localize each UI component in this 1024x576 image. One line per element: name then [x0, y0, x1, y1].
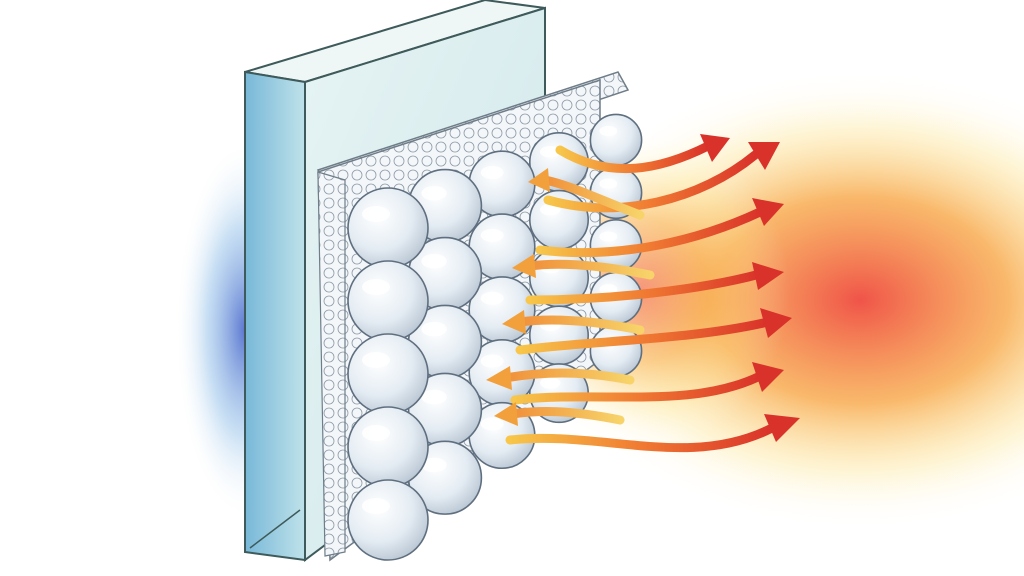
- bubble: [407, 304, 483, 380]
- heat-arrow-reflected-icon: [486, 366, 635, 390]
- heat-arrows: [486, 134, 800, 453]
- heat-arrow-outgoing-icon: [525, 262, 784, 305]
- bubble: [589, 113, 643, 167]
- bubble: [347, 406, 429, 488]
- bubble: [528, 305, 589, 366]
- heat-arrow-outgoing-icon: [515, 308, 792, 355]
- bubble-wrap-layer-icon: [316, 71, 643, 562]
- heat-arrow-outgoing-icon: [535, 198, 784, 258]
- heat-arrow-outgoing-icon: [505, 414, 800, 453]
- bubble: [347, 187, 429, 269]
- heat-arrow-outgoing-icon: [543, 142, 780, 213]
- bubble: [347, 260, 429, 342]
- heat-arrow-reflected-icon: [502, 310, 645, 335]
- bubble: [407, 372, 483, 447]
- heat-arrow-reflected-icon: [494, 402, 625, 426]
- heat-arrow-outgoing-icon: [510, 362, 784, 405]
- heat-arrow-reflected-icon: [512, 254, 655, 280]
- bubble: [347, 479, 429, 561]
- bubble: [347, 333, 429, 415]
- heat-arrow-outgoing-icon: [555, 134, 730, 174]
- heat-arrow-reflected-icon: [528, 168, 645, 220]
